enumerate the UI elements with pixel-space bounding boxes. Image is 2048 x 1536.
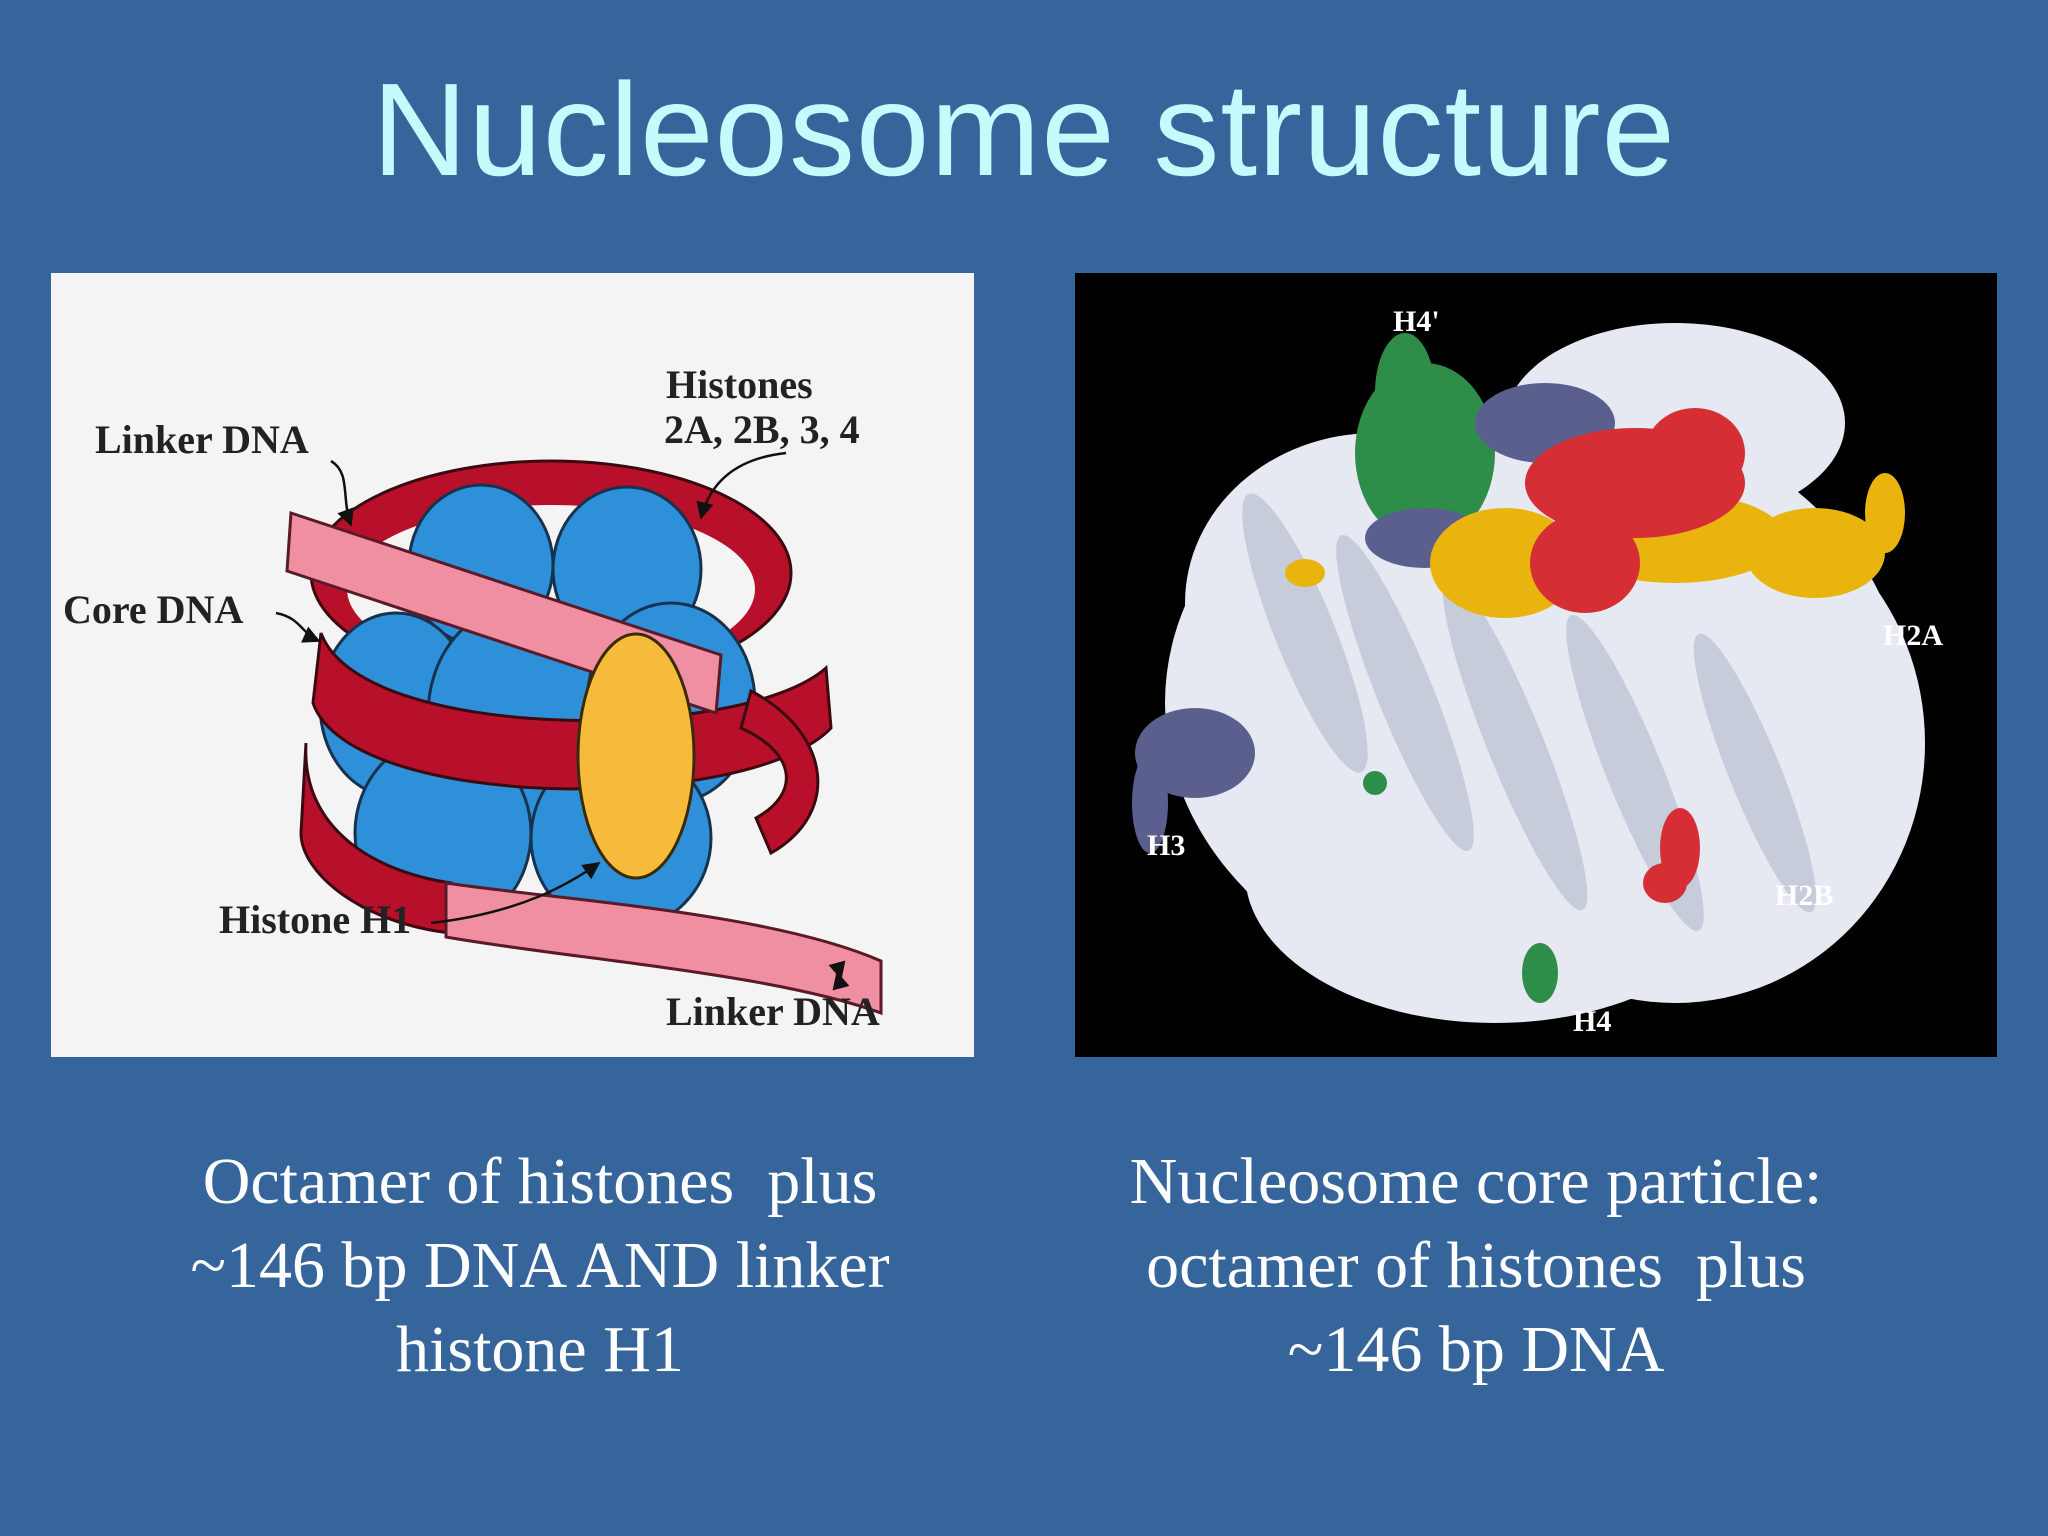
nucleosome-schematic: Linker DNA Histones 2A, 2B, 3, 4 Core DN…: [51, 273, 974, 1057]
slide-title: Nucleosome structure: [372, 56, 1676, 203]
pointer-arrows: [275, 451, 850, 991]
nucleosome-core-particle-model: H4' H2A H3 H2B H4: [1075, 273, 1997, 1057]
label-histones-line1: Histones: [666, 362, 813, 407]
left-caption-line-3: histone H1: [396, 1313, 684, 1386]
label-h4-prime: H4': [1393, 305, 1440, 338]
model-svg: H4' H2A H3 H2B H4: [1132, 305, 1943, 1038]
label-linker-dna-bottom: Linker DNA: [666, 989, 880, 1034]
label-h2a: H2A: [1883, 619, 1943, 652]
h4-prime-tail: [1355, 333, 1495, 543]
h2b-region: [1525, 408, 1745, 903]
label-histone-h1: Histone H1: [219, 897, 411, 942]
right-caption-line-2: octamer of histones plus: [1146, 1229, 1806, 1302]
left-caption: Octamer of histones plus ~146 bp DNA AND…: [110, 1140, 970, 1392]
right-caption-line-1: Nucleosome core particle:: [1129, 1145, 1823, 1218]
left-caption-line-2: ~146 bp DNA AND linker: [190, 1229, 890, 1302]
schematic-svg: Linker DNA Histones 2A, 2B, 3, 4 Core DN…: [63, 362, 883, 1034]
right-caption-line-3: ~146 bp DNA: [1287, 1313, 1665, 1386]
left-caption-line-1: Octamer of histones plus: [202, 1145, 878, 1218]
h4-tail: [1363, 771, 1558, 1003]
h3-region: [1132, 383, 1615, 853]
label-core-dna: Core DNA: [63, 587, 243, 632]
label-histones-line2: 2A, 2B, 3, 4: [664, 407, 860, 452]
label-h4: H4: [1573, 1005, 1611, 1038]
label-linker-dna-top: Linker DNA: [95, 417, 309, 462]
right-caption: Nucleosome core particle: octamer of his…: [1046, 1140, 1906, 1392]
core-dna-middle-wrap: [311, 632, 833, 791]
histone-h1-shape: [576, 632, 696, 880]
label-h2b: H2B: [1775, 879, 1833, 912]
label-h3: H3: [1147, 829, 1185, 862]
linker-dna-bottom-ribbon: [444, 881, 883, 1016]
